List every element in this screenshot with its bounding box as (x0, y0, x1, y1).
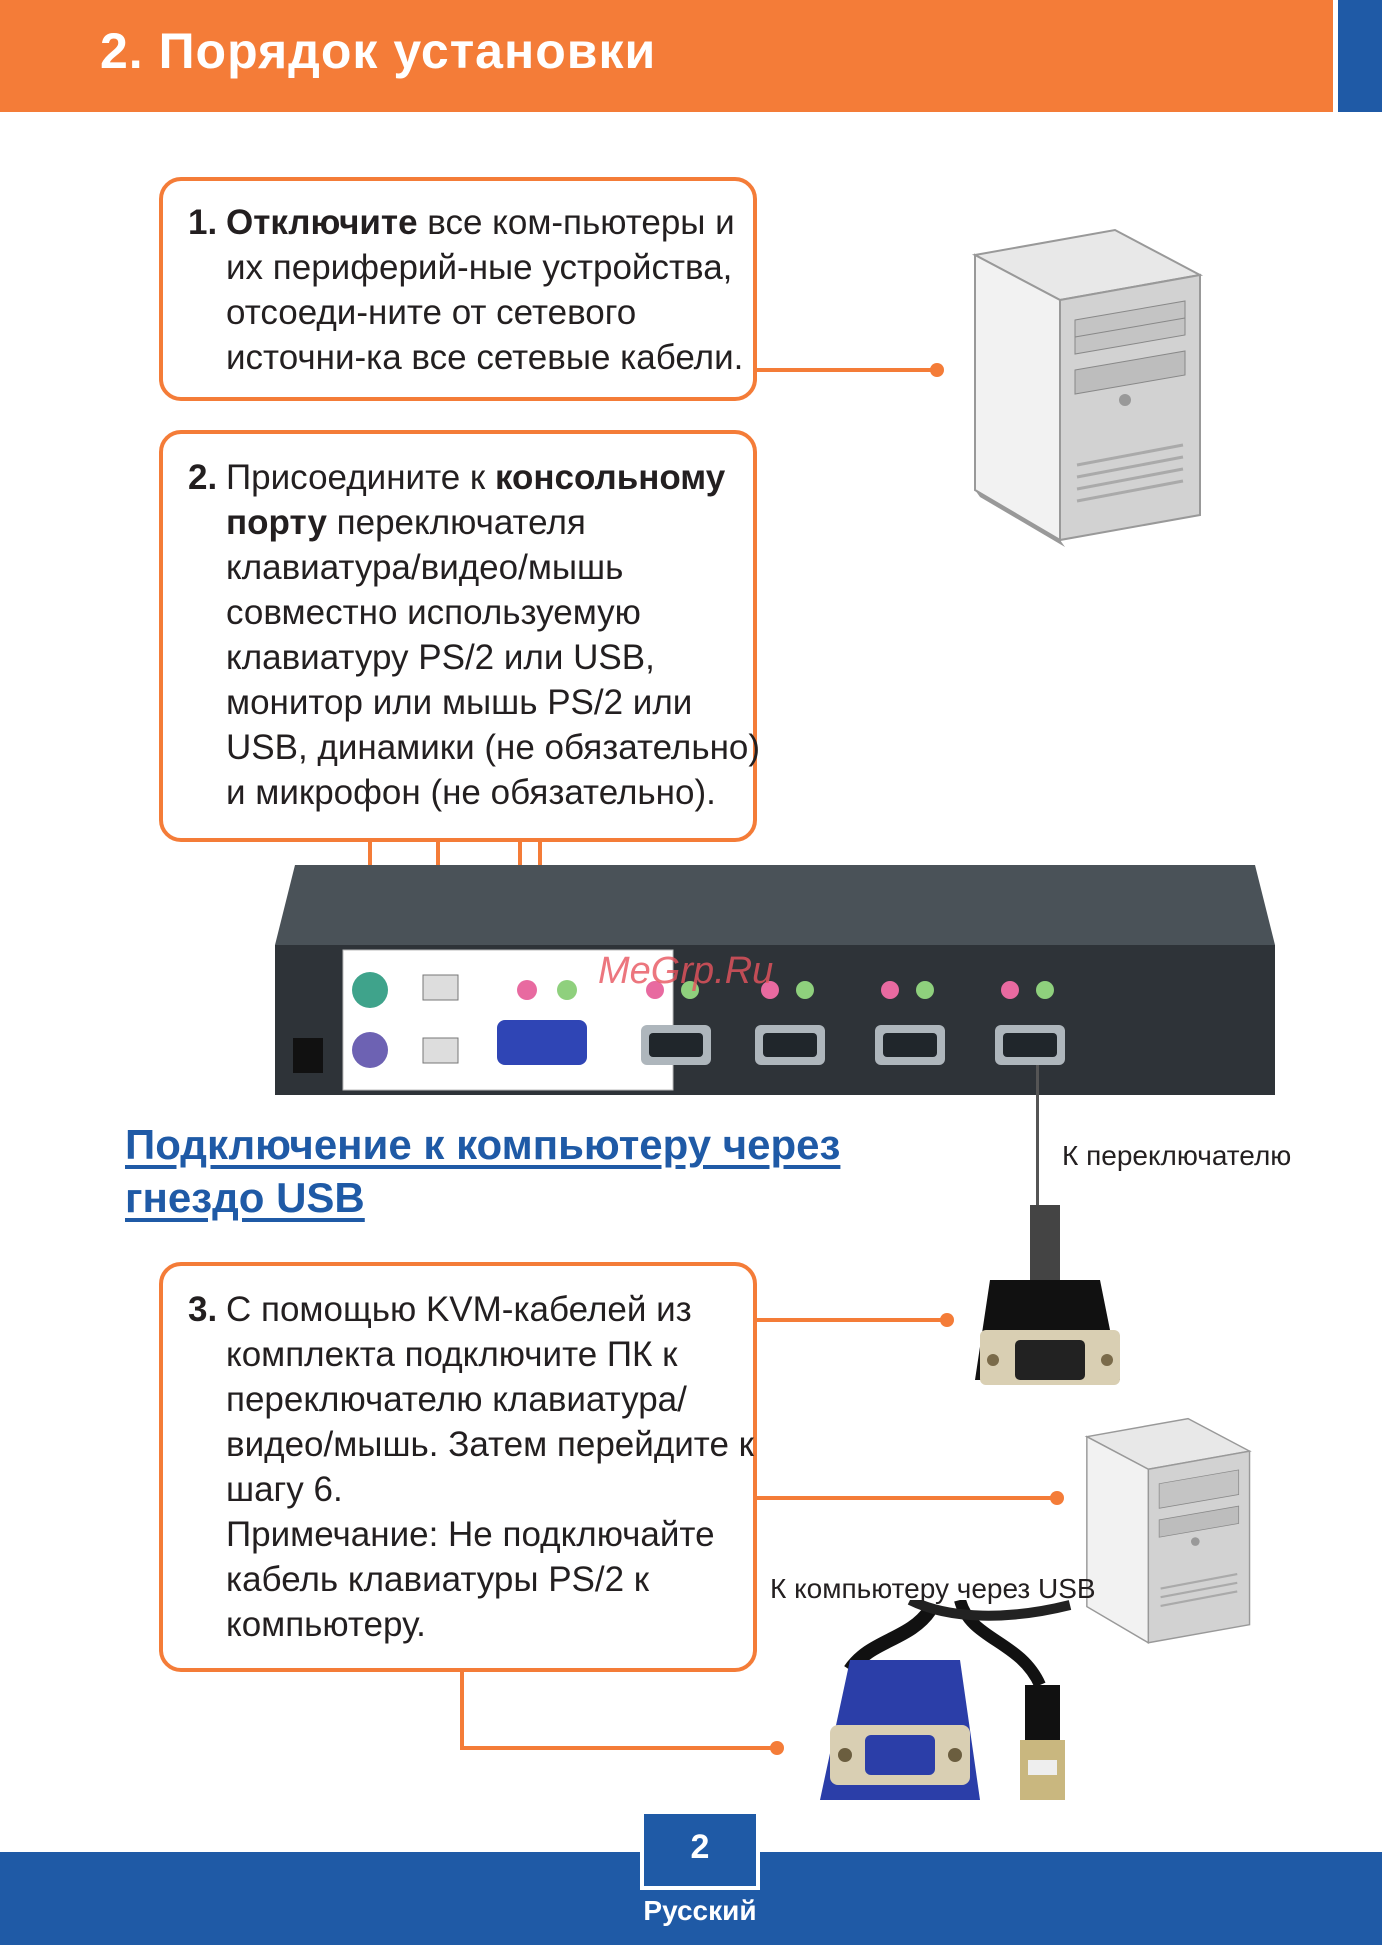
step-3-line-4: видео/мышь. Затем перейдите к (226, 1425, 754, 1464)
label-to-switch: К переключателю (1062, 1140, 1292, 1171)
step-3-line-6: Примечание: Не подключайте (226, 1515, 715, 1554)
section-heading-line-1: Подключение к компьютеру через (125, 1121, 841, 1168)
computer-tower-illustration (971, 228, 1204, 547)
language-label: Русский (643, 1895, 757, 1926)
step-3-line-8: компьютеру. (226, 1605, 426, 1644)
cable (1036, 1065, 1039, 1205)
step-1-number: 1. (188, 203, 218, 242)
step-2-bold-1: консольному (494, 458, 726, 497)
step-1-box (159, 177, 757, 401)
step-3-line-7: кабель клавиатуры PS/2 к (226, 1560, 650, 1599)
connector-dot (770, 1741, 784, 1755)
connector-line (460, 1746, 775, 1750)
step-2-line-1: Присоедините к (226, 458, 495, 497)
step-2-box (159, 430, 757, 842)
step-3-box (159, 1262, 757, 1672)
step-1-line-3: отсоеди-ните от сетевого (226, 293, 637, 332)
step-2-line-2: переключателя (326, 503, 586, 542)
section-heading-line-2: гнездо USB (125, 1174, 365, 1221)
label-to-computer-usb: К компьютеру через USB (770, 1573, 1096, 1604)
step-1-line-1: все ком-пьютеры и (417, 203, 735, 242)
section-heading: Подключение к компьютеру через гнездо US… (125, 1118, 840, 1224)
step-2-number: 2. (188, 458, 218, 497)
step-1-line-4: источни-ка все сетевые кабели. (226, 338, 744, 377)
connector-dot (1050, 1491, 1064, 1505)
page-number-box (640, 1810, 760, 1890)
step-3-line-1: С помощью KVM-кабелей из (226, 1290, 692, 1329)
kvm-cable-illustration (820, 1600, 1072, 1800)
page-number: 2 (690, 1828, 710, 1866)
step-1-line-2: их периферий-ные устройства, (226, 248, 733, 287)
connector-dot (940, 1313, 954, 1327)
step-2-line-4: совместно используемую (226, 593, 641, 632)
connector-dot (930, 363, 944, 377)
computer-tower-illustration (1084, 1417, 1252, 1645)
step-3-line-2: комплекта подключите ПК к (226, 1335, 678, 1374)
header-bar (0, 0, 1333, 112)
step-2-line-8: и микрофон (не обязательно). (226, 773, 716, 812)
step-2-line-3: клавиатура/видео/мышь (226, 548, 624, 587)
step-2-bold-2: порту (226, 503, 327, 542)
step-1-bold: Отключите (226, 203, 418, 242)
connector-line (757, 1318, 947, 1322)
step-2-line-7: USB, динамики (не обязательно) (226, 728, 761, 767)
step-3-line-3: переключателю клавиатура/ (226, 1380, 687, 1419)
page-title: 2. Порядок установки (100, 23, 657, 79)
step-3-number: 3. (188, 1290, 218, 1329)
kvm-switch-illustration (275, 865, 1275, 1095)
connector-line (757, 1496, 1057, 1500)
watermark: MeGrp.Ru (598, 950, 774, 992)
vga-connector-illustration (975, 1205, 1120, 1385)
step-2-line-5: клавиатуру PS/2 или USB, (226, 638, 655, 677)
step-3-line-5: шагу 6. (226, 1470, 343, 1509)
connector-line (757, 368, 937, 372)
step-2-line-6: монитор или мышь PS/2 или (226, 683, 693, 722)
header-blue-tab (1338, 0, 1382, 112)
connector-line (460, 1672, 464, 1750)
